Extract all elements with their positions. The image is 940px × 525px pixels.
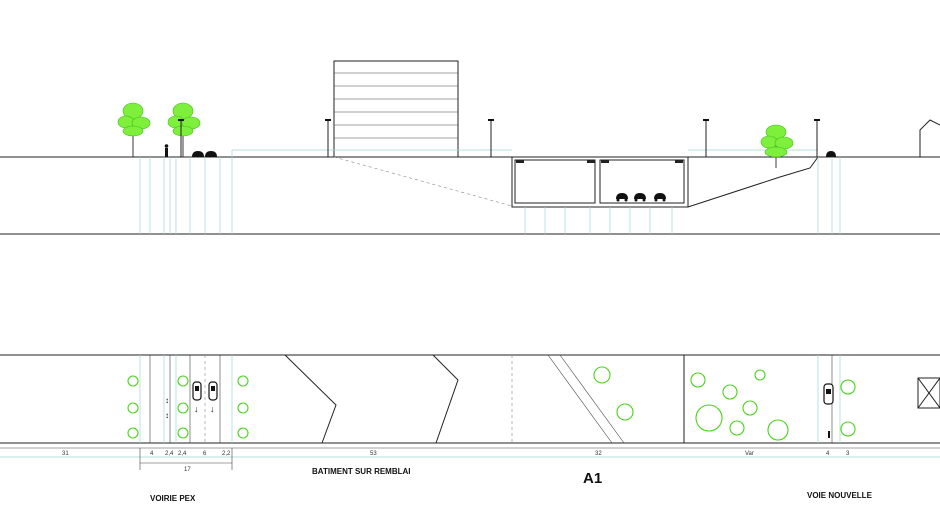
- cross-section: [0, 60, 940, 235]
- tunnel-box: [511, 156, 689, 234]
- plan-road-lines: [139, 355, 841, 443]
- section-car: [192, 151, 204, 157]
- section-tree-2: [167, 102, 201, 157]
- svg-text:↓: ↓: [194, 404, 199, 414]
- label-voie-nouvelle: VOIE NOUVELLE: [807, 491, 873, 500]
- dim-2-4b: 2,4: [178, 451, 187, 457]
- dim-6: 6: [203, 451, 207, 457]
- svg-text:↓: ↓: [210, 404, 215, 414]
- section-guide-lines-left: [139, 157, 233, 234]
- label-voirie-pex: VOIRIE PEX: [150, 494, 196, 503]
- building-footprint-left: [284, 354, 337, 444]
- building-footprint-right: [432, 354, 459, 444]
- svg-text:↕: ↕: [165, 411, 169, 420]
- section-tree-3: [760, 124, 794, 168]
- section-tree-1: [117, 102, 151, 157]
- plan-view: ↕ ↕ ↓ ↓: [0, 354, 940, 449]
- direction-arrows: ↕ ↕ ↓ ↓: [165, 396, 830, 438]
- label-batiment: BATIMENT SUR REMBLAI: [312, 467, 411, 476]
- embankment-slope: [333, 156, 513, 207]
- dim-2-4a: 2,4: [165, 451, 174, 457]
- dim-17: 17: [184, 467, 191, 473]
- house-symbol: [917, 377, 940, 409]
- dim-4-right: 4: [826, 451, 830, 457]
- dim-32: 32: [595, 451, 602, 457]
- lamp-posts: [178, 119, 820, 157]
- dim-53: 53: [370, 451, 377, 457]
- house-outline: [919, 119, 940, 157]
- plan-cars: [192, 381, 834, 405]
- pedestrian: [165, 148, 168, 157]
- label-a1: A1: [583, 470, 602, 487]
- tunnel-cars: [616, 193, 666, 202]
- right-slope: [687, 156, 819, 208]
- dimension-lines: [0, 448, 940, 470]
- dim-var: Var: [745, 451, 754, 457]
- svg-text:↕: ↕: [165, 396, 169, 405]
- plan-trees: [127, 366, 856, 441]
- dim-2-2: 2,2: [222, 451, 231, 457]
- dim-3: 3: [846, 451, 850, 457]
- dim-31: 31: [62, 451, 69, 457]
- dim-4: 4: [150, 451, 154, 457]
- building-elevation: [333, 60, 459, 158]
